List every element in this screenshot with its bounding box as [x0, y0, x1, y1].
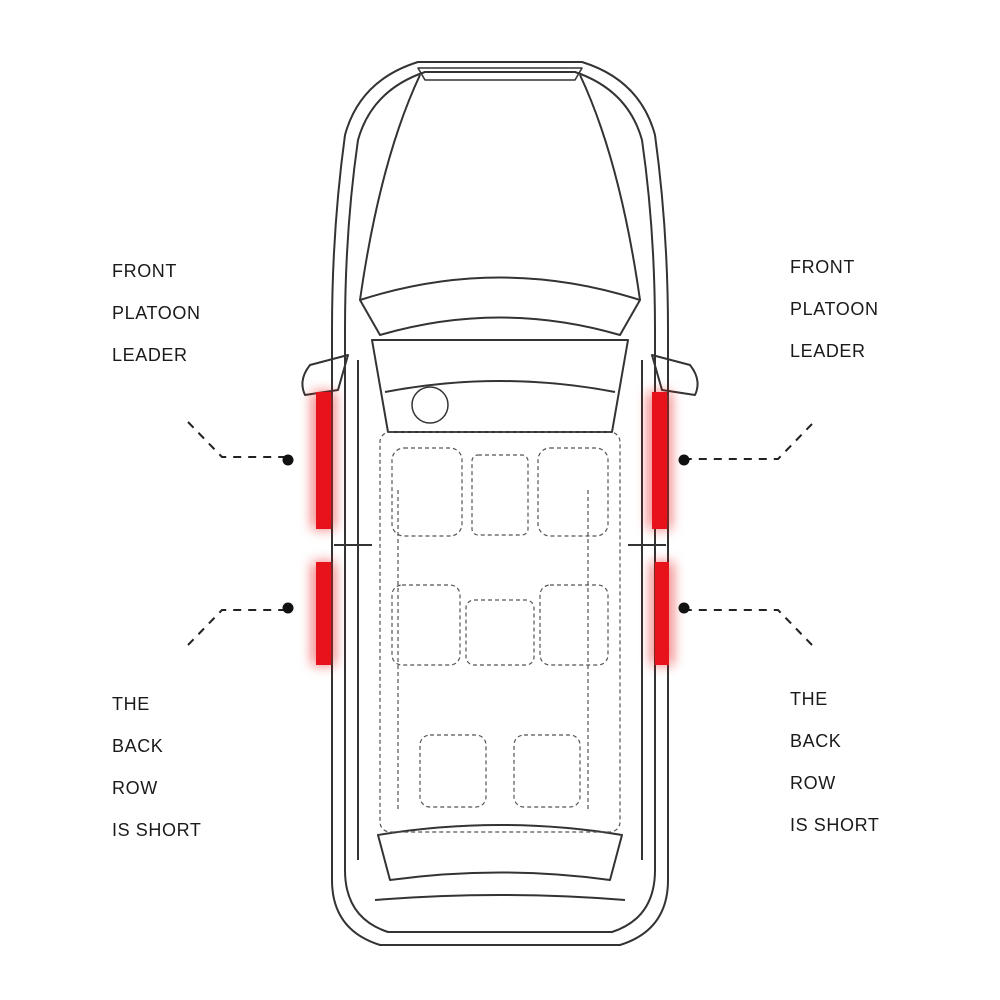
marker-dot-front-right [678, 454, 690, 466]
hood-line [579, 74, 641, 301]
label-line: THE [112, 694, 150, 714]
steering-wheel [411, 386, 449, 424]
label-line: PLATOON [112, 303, 201, 323]
label-line: BACK [112, 736, 164, 756]
hood-line [359, 74, 421, 301]
dashboard [384, 380, 616, 393]
label-back-left: THE BACK ROW IS SHORT [112, 683, 201, 851]
cabin-floor [379, 431, 621, 833]
label-line: FRONT [112, 261, 177, 281]
marker-dot-back-left [282, 602, 294, 614]
label-line: ROW [790, 773, 836, 793]
leader-line-back-left [187, 609, 288, 646]
windshield [359, 276, 641, 336]
label-line: IS SHORT [112, 820, 202, 840]
front-right-seat [537, 447, 609, 537]
label-line: FRONT [790, 257, 855, 277]
rear-window [377, 824, 623, 881]
label-line: LEADER [112, 345, 188, 365]
front-light-bar [417, 67, 583, 81]
front-left-seat [391, 447, 463, 537]
middle-center-seat [465, 599, 535, 666]
front-left-door-strip [316, 392, 331, 529]
rear-bumper [374, 894, 626, 901]
rear-left-seat [419, 734, 487, 808]
leader-line-back-right [684, 609, 813, 646]
right-mirror [651, 354, 699, 396]
label-line: PLATOON [790, 299, 879, 319]
label-line: THE [790, 689, 828, 709]
rear-left-door-strip [316, 562, 331, 665]
label-line: BACK [790, 731, 842, 751]
label-front-left: FRONT PLATOON LEADER [112, 250, 201, 376]
center-console [471, 454, 529, 536]
leader-line-front-right [684, 423, 813, 460]
label-line: IS SHORT [790, 815, 880, 835]
label-front-right: FRONT PLATOON LEADER [790, 246, 879, 372]
car-body-inner-outline [344, 71, 656, 933]
left-mirror [301, 354, 349, 396]
car-body-outline [331, 61, 669, 946]
leader-line-front-left [187, 421, 288, 458]
rear-right-seat [513, 734, 581, 808]
label-line: ROW [112, 778, 158, 798]
label-back-right: THE BACK ROW IS SHORT [790, 678, 879, 846]
marker-dot-front-left [282, 454, 294, 466]
middle-left-seat [391, 584, 461, 666]
front-right-door-strip [652, 392, 667, 529]
rear-right-door-strip [655, 562, 669, 665]
marker-dot-back-right [678, 602, 690, 614]
label-line: LEADER [790, 341, 866, 361]
middle-right-seat [539, 584, 609, 666]
cabin-frame [371, 339, 629, 433]
